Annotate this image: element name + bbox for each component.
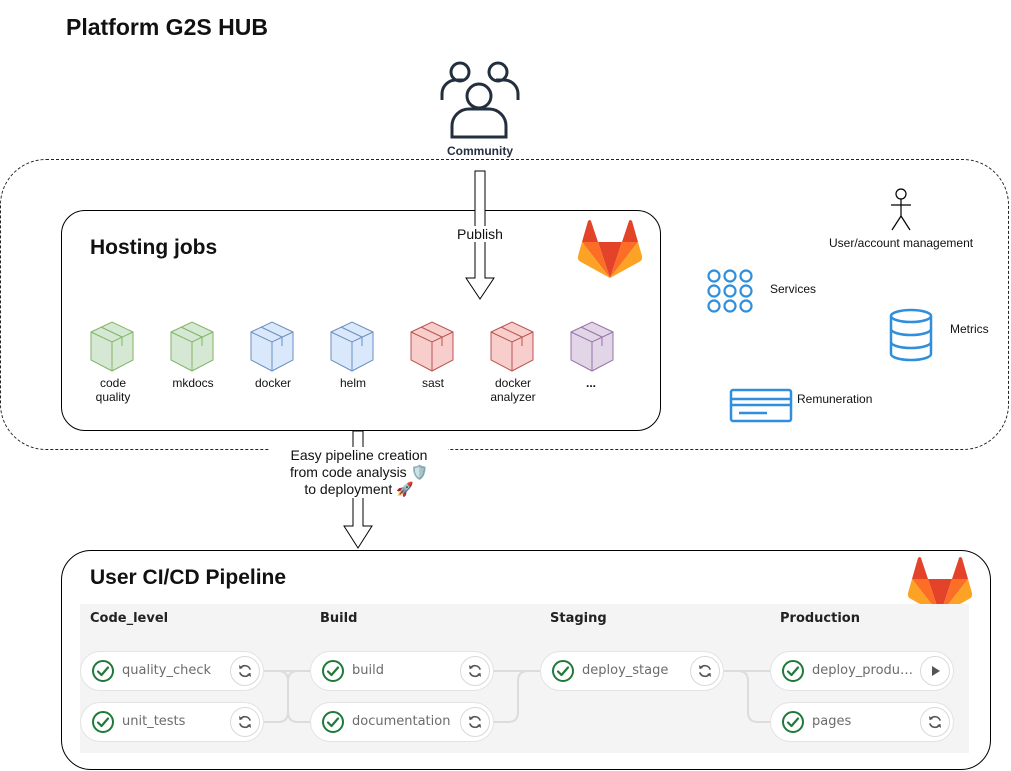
hosting-job-label-line: docker: [494, 376, 532, 390]
package-cube-icon: [570, 321, 614, 372]
user-pipeline-title: User CI/CD Pipeline: [90, 566, 287, 589]
retry-job-button[interactable]: [230, 656, 260, 686]
easy-pipeline-line-1: Easy pipeline creation: [290, 447, 428, 463]
retry-icon: [929, 715, 941, 729]
retry-icon: [239, 664, 251, 678]
hosting-job-label-line: helm: [339, 376, 366, 390]
success-check-icon: [782, 711, 804, 733]
retry-job-button[interactable]: [460, 707, 490, 737]
more-jobs-label: ...: [585, 376, 596, 390]
retry-icon: [699, 664, 711, 678]
pipeline-job-name: documentation: [352, 714, 451, 729]
pipeline-job-name: build: [352, 663, 384, 678]
stage-name: Production: [780, 611, 860, 626]
success-check-icon: [92, 711, 114, 733]
easy-pipeline-line-3: to deployment 🚀: [304, 481, 414, 497]
publish-label: Publish: [440, 226, 520, 242]
easy-pipeline-label: Easy pipeline creation from code analysi…: [270, 447, 448, 498]
remuneration-card-icon: [729, 388, 793, 423]
pipeline-job-name: deploy_stage: [582, 663, 669, 678]
retry-icon: [469, 715, 481, 729]
gitlab-logo-icon: [578, 220, 642, 278]
metrics-label: Metrics: [950, 322, 989, 336]
services-icon: [707, 269, 753, 313]
hosting-job-label-line: analyzer: [490, 390, 536, 404]
success-check-icon: [782, 660, 804, 682]
hosting-jobs-box: [61, 210, 661, 431]
pipeline-job-documentation[interactable]: documentation: [310, 702, 494, 742]
pipeline-job-deploy-production[interactable]: deploy_production: [770, 651, 954, 691]
hosting-job-label: helm: [313, 376, 393, 390]
package-cube-icon: [490, 321, 534, 372]
stage-name: Staging: [550, 611, 607, 626]
hosting-job-label-line: docker: [254, 376, 292, 390]
hosting-job-label: mkdocs: [153, 376, 233, 390]
retry-icon: [469, 664, 481, 678]
package-cube-icon: [330, 321, 374, 372]
retry-icon: [239, 715, 251, 729]
package-cube-icon: [90, 321, 134, 372]
stage-name: Code_level: [90, 611, 169, 626]
hosting-job-label-line: code: [99, 376, 127, 390]
hosting-job-label-line: sast: [421, 376, 444, 390]
retry-job-button[interactable]: [460, 656, 490, 686]
pipeline-job-quality-check[interactable]: quality_check: [80, 651, 264, 691]
hosting-job-label-line: quality: [95, 390, 131, 404]
retry-job-button[interactable]: [920, 707, 950, 737]
easy-pipeline-line-2: from code analysis 🛡️: [289, 464, 429, 480]
user-account-management-label: User/account management: [829, 236, 974, 250]
success-check-icon: [92, 660, 114, 682]
pipeline-job-unit-tests[interactable]: unit_tests: [80, 702, 264, 742]
success-check-icon: [552, 660, 574, 682]
package-cube-icon: [170, 321, 214, 372]
pipeline-job-pages[interactable]: pages: [770, 702, 954, 742]
pipeline-job-deploy-stage[interactable]: deploy_stage: [540, 651, 724, 691]
success-check-icon: [322, 711, 344, 733]
hosting-jobs-title: Hosting jobs: [90, 236, 218, 259]
page-title: Platform G2S HUB: [66, 14, 268, 40]
hosting-job-label: docker: [233, 376, 313, 390]
success-check-icon: [322, 660, 344, 682]
pipeline-job-name: quality_check: [122, 663, 212, 678]
retry-job-button[interactable]: [230, 707, 260, 737]
retry-job-button[interactable]: [690, 656, 720, 686]
metrics-database-icon: [889, 308, 933, 362]
pipeline-job-name: pages: [812, 714, 852, 729]
pipeline-job-build[interactable]: build: [310, 651, 494, 691]
hosting-job-label: sast: [393, 376, 473, 390]
play-icon: [932, 666, 940, 676]
pipeline-job-name: unit_tests: [122, 714, 186, 729]
user-account-icon: [891, 188, 911, 231]
pipeline-job-name: deploy_production: [812, 663, 916, 678]
package-cube-icon: [250, 321, 294, 372]
package-cube-icon: [410, 321, 454, 372]
services-label: Services: [770, 282, 817, 296]
platform-hub-area: [0, 159, 1009, 450]
remuneration-label: Remuneration: [797, 392, 873, 406]
play-job-button[interactable]: [920, 656, 950, 686]
hosting-job-label-line: mkdocs: [172, 376, 214, 390]
users-group-icon: [440, 61, 520, 139]
stage-name: Build: [320, 611, 358, 626]
community-label: Community: [447, 144, 513, 158]
